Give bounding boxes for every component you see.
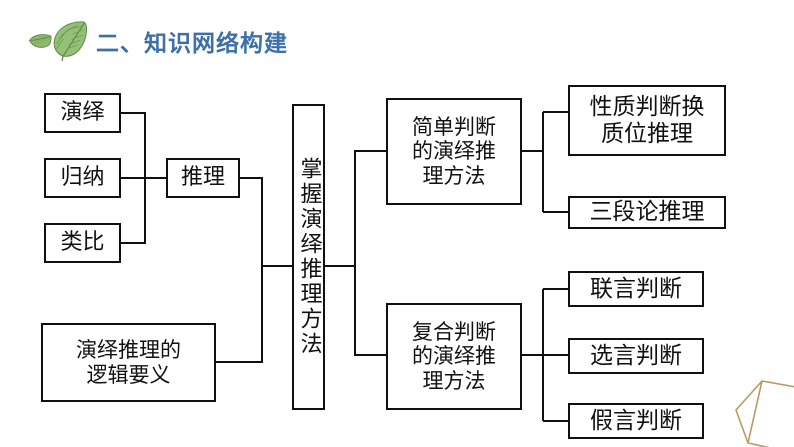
node-simple-judgment-method[interactable]: 简单判断 的演绎推 理方法 bbox=[386, 98, 522, 205]
node-induction[interactable]: 归纳 bbox=[44, 158, 121, 198]
leaf-decoration bbox=[28, 20, 90, 62]
node-compound-judgment-method[interactable]: 复合判断 的演绎推 理方法 bbox=[386, 303, 522, 410]
leaf-icon-small bbox=[28, 34, 52, 48]
node-hypothetical-judgment[interactable]: 假言判断 bbox=[568, 403, 704, 439]
leaf-icon bbox=[53, 21, 88, 62]
node-inference[interactable]: 推理 bbox=[166, 158, 240, 198]
node-conjunctive-judgment[interactable]: 联言判断 bbox=[568, 271, 704, 307]
node-deduction[interactable]: 演绎 bbox=[44, 93, 121, 133]
node-analogy[interactable]: 类比 bbox=[44, 223, 121, 263]
slide-header: 二、知识网络构建 bbox=[28, 18, 288, 64]
node-syllogism[interactable]: 三段论推理 bbox=[568, 196, 726, 229]
node-logic-essence[interactable]: 演绎推理的 逻辑要义 bbox=[41, 323, 216, 402]
node-quality-position-conversion[interactable]: 性质判断换 质位推理 bbox=[568, 85, 726, 156]
node-master-deductive-method[interactable]: 掌握演绎推理方法 bbox=[292, 104, 325, 410]
page-title: 二、知识网络构建 bbox=[96, 31, 288, 57]
node-disjunctive-judgment[interactable]: 选言判断 bbox=[568, 338, 704, 374]
